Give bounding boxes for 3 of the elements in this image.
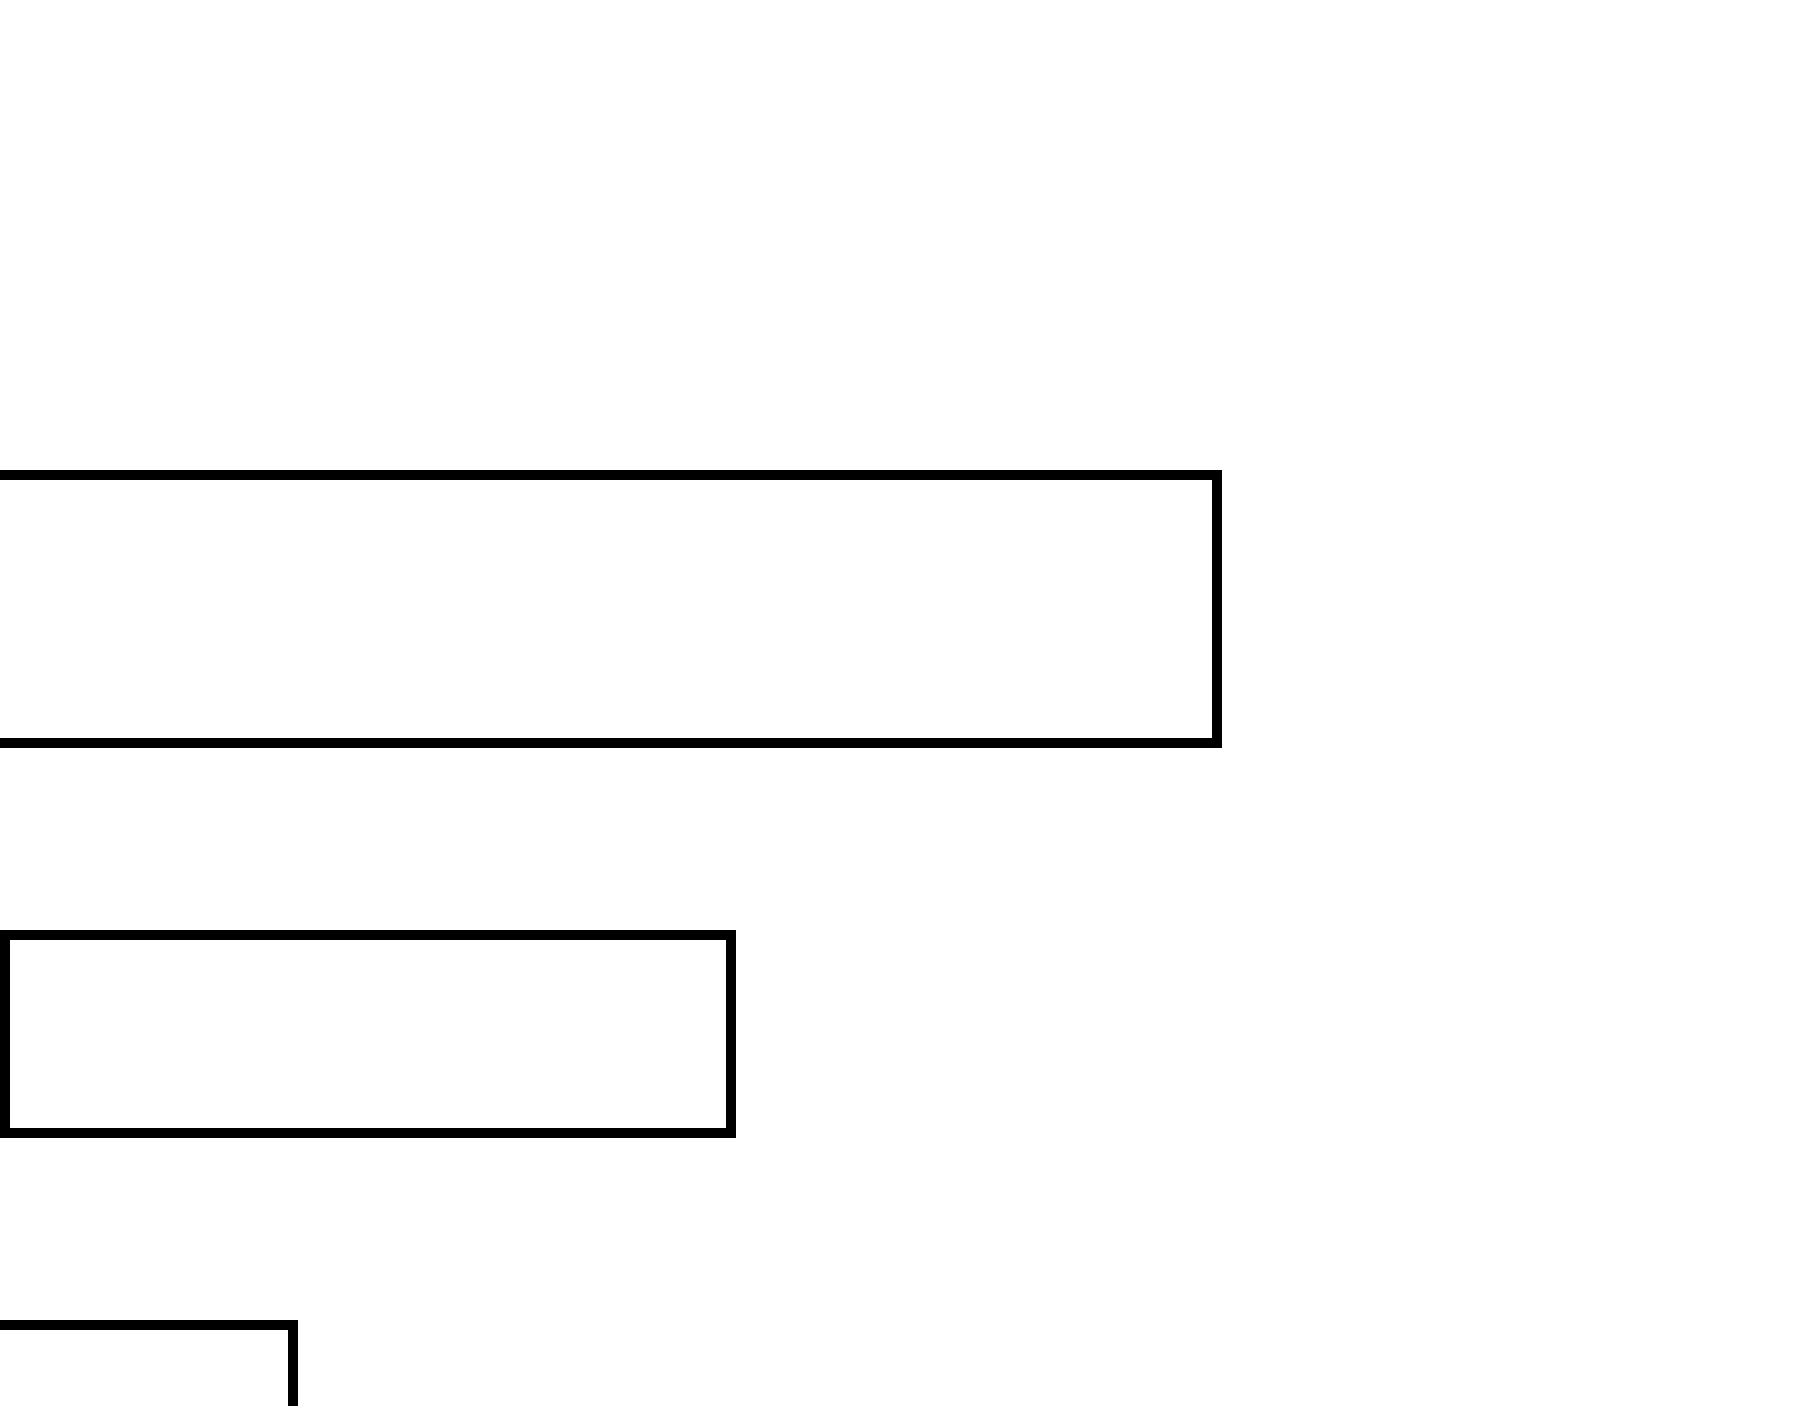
outline-box xyxy=(0,930,736,1138)
outline-box xyxy=(0,1320,298,1406)
outline-box xyxy=(0,470,1222,748)
